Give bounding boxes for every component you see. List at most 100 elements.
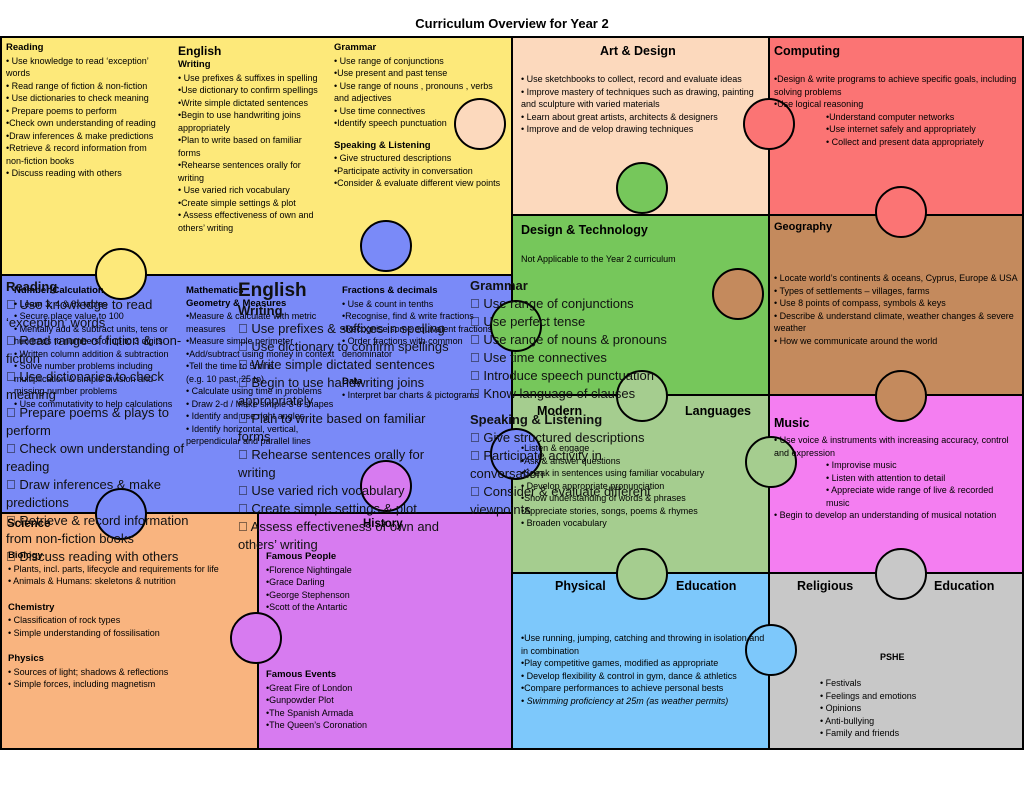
list-item: •Florence Nightingale <box>266 564 352 575</box>
puzzle-knob <box>360 220 412 272</box>
list-item: • Family and friends <box>820 728 900 738</box>
overlay-reading-heading: Reading <box>6 279 58 294</box>
computing-content: •Design & write programs to achieve spec… <box>774 73 1018 148</box>
list-item: •The Queen’s Coronation <box>266 720 368 730</box>
number-heading: Number/Calculation <box>14 285 104 296</box>
list-item: •Play competitive games, modified as app… <box>521 658 719 668</box>
list-item: •Rehearse sentences orally for writing <box>178 160 301 183</box>
list-item:   Read range of fiction & non-fiction <box>6 333 182 366</box>
puzzle-knob <box>743 98 795 150</box>
list-item: •George Stephenson <box>266 589 350 600</box>
list-item: • Sources of light; shadows & reflection… <box>8 666 169 677</box>
list-item: • Appreciate wide range of live & record… <box>826 485 994 508</box>
list-item: •Scott of the Antartic <box>266 602 348 612</box>
list-item: •Create simple settings & plot <box>178 197 296 208</box>
list-item: •Use present and past tense <box>334 68 448 78</box>
list-item: • Develop flexibility & control in gym, … <box>521 670 737 681</box>
maths-geometry: Mathematics Geometry & Measures •Measure… <box>186 285 338 448</box>
languages-piece <box>511 394 770 574</box>
overlay-writing-list:   Use prefixes & suffixes in spelling  U… <box>238 320 460 554</box>
list-item: • Written column addition & subtraction <box>14 348 169 359</box>
list-item: •Participate activity in conversation <box>334 165 473 176</box>
puzzle-knob <box>875 548 927 600</box>
writing-heading: Writing <box>178 59 211 70</box>
list-item:   Assess effectiveness of own and others… <box>238 519 440 552</box>
grammar-heading: Grammar <box>334 42 377 53</box>
list-item: • Mentally add & subtract units, tens or… <box>14 323 168 347</box>
list-item:   Use varied rich vocabulary <box>238 483 405 498</box>
english-grammar: Grammar • Use range of conjunctions•Use … <box>334 42 510 190</box>
re-piece <box>768 572 1024 750</box>
number-list: • Learn 3, 4 & 8x tables• Secure place v… <box>14 298 174 411</box>
list-item:   Use knowledge to read ‘exception’ word… <box>6 297 153 330</box>
puzzle-knob <box>360 460 412 512</box>
overlay-english-title: English <box>238 280 307 301</box>
list-item: and adjectives <box>334 93 392 103</box>
list-item: •The Spanish Armada <box>266 707 354 718</box>
geography-list: • Locate world’s continents & oceans, Cy… <box>774 272 1018 347</box>
overlay-writing-heading: Writing <box>238 303 283 318</box>
list-item: • Feelings and emotions <box>820 690 917 701</box>
list-item: •Compare performances to achieve persona… <box>521 683 724 693</box>
puzzle-knob <box>875 186 927 238</box>
biology-list: • Plants, incl. parts, lifecycle and req… <box>8 563 253 588</box>
list-item: • Prepare poems to perform <box>6 105 117 116</box>
list-item: • Solve number problems including multip… <box>14 361 154 396</box>
english-piece <box>0 36 513 276</box>
reading-heading: Reading <box>6 42 44 53</box>
list-item: • Discuss reading with others <box>6 168 122 178</box>
page-title: Curriculum Overview for Year 2 <box>415 16 609 31</box>
list-item: • Use dictionaries to check meaning <box>6 93 149 103</box>
history-title: History <box>363 518 403 530</box>
chemistry-list: • Classification of rock types• Simple u… <box>8 614 253 639</box>
list-item: •Appreciate stories, songs, poems & rhym… <box>521 505 698 516</box>
music-list: • Use voice & instruments with increasin… <box>774 434 1018 459</box>
pshe-list: • Festivals• Feelings and emotions• Opin… <box>820 677 1010 740</box>
science-content: Biology • Plants, incl. parts, lifecycle… <box>8 550 253 691</box>
list-item: • Classification of rock types <box>8 615 121 625</box>
list-item:   Discuss reading with others <box>6 549 179 564</box>
overlay-grammar: Grammar   Use range of conjunctions  Use… <box>470 277 670 519</box>
biology-heading: Biology <box>8 550 43 561</box>
art-title: Art & Design <box>600 44 676 58</box>
geography-piece <box>768 214 1024 396</box>
art-list: • Use sketchbooks to collect, record and… <box>521 73 761 136</box>
list-item:   Introduce speech punctuation <box>470 368 654 383</box>
events-list: •Great Fire of London•Gunpowder Plot•The… <box>266 682 466 732</box>
speaking-heading: Speaking & Listening <box>334 139 431 151</box>
music-title: Music <box>774 416 810 430</box>
list-item: • Opinions <box>820 703 862 713</box>
list-item:   Use time connectives <box>470 350 607 365</box>
list-item: • Anti-bullying <box>820 715 875 726</box>
speaking-list: • Give structured descriptions•Participa… <box>334 152 510 190</box>
overlay-writing: English Writing   Use prefixes & suffixe… <box>238 280 460 554</box>
dt-text: Not Applicable to the Year 2 curriculum <box>521 254 676 264</box>
list-item: • Use voice & instruments with increasin… <box>774 435 1009 458</box>
geometry-list: •Measure & calculate with metric measure… <box>186 310 338 448</box>
list-item: •Plan to write based on familiar forms <box>178 135 302 158</box>
overlay-speaking-heading: Speaking & Listening <box>470 412 603 427</box>
list-item: •Design & write programs to achieve spec… <box>774 74 1017 97</box>
list-item: • Interpret bar charts & pictograms <box>342 389 479 400</box>
people-list: •Florence Nightingale•Grace Darling•Geor… <box>266 564 466 614</box>
list-item:   Rehearse sentences orally for writing <box>238 447 425 480</box>
puzzle-knob <box>712 268 764 320</box>
computing-list: •Design & write programs to achieve spec… <box>774 73 1018 111</box>
english-title: English <box>178 44 222 58</box>
list-item: •Use dictionary to confirm spellings <box>178 85 318 95</box>
list-item:   Consider & evaluate different viewpoin… <box>470 484 651 517</box>
list-item: • Improvise music <box>826 460 897 470</box>
art-content: • Use sketchbooks to collect, record and… <box>521 73 761 136</box>
list-item:   Begin to use handwriting joins appropr… <box>238 375 425 408</box>
geography-content: • Locate world’s continents & oceans, Cy… <box>774 272 1018 347</box>
list-item: • Improve mastery of techniques such as … <box>521 86 754 110</box>
list-item:   Use perfect tense <box>470 314 586 329</box>
list-item:   Create simple settings & plot <box>238 501 417 516</box>
list-item: •Check own understanding of reading <box>6 118 156 128</box>
computing-sublist: •Understand computer networks•Use intern… <box>774 111 1018 149</box>
list-item: •Use internet safely and appropriately <box>826 124 976 134</box>
list-item: •Show understanding of words & phrases <box>521 493 686 503</box>
geography-title: Geography <box>774 221 833 233</box>
puzzle-knob <box>745 624 797 676</box>
puzzle-knob <box>490 300 542 352</box>
